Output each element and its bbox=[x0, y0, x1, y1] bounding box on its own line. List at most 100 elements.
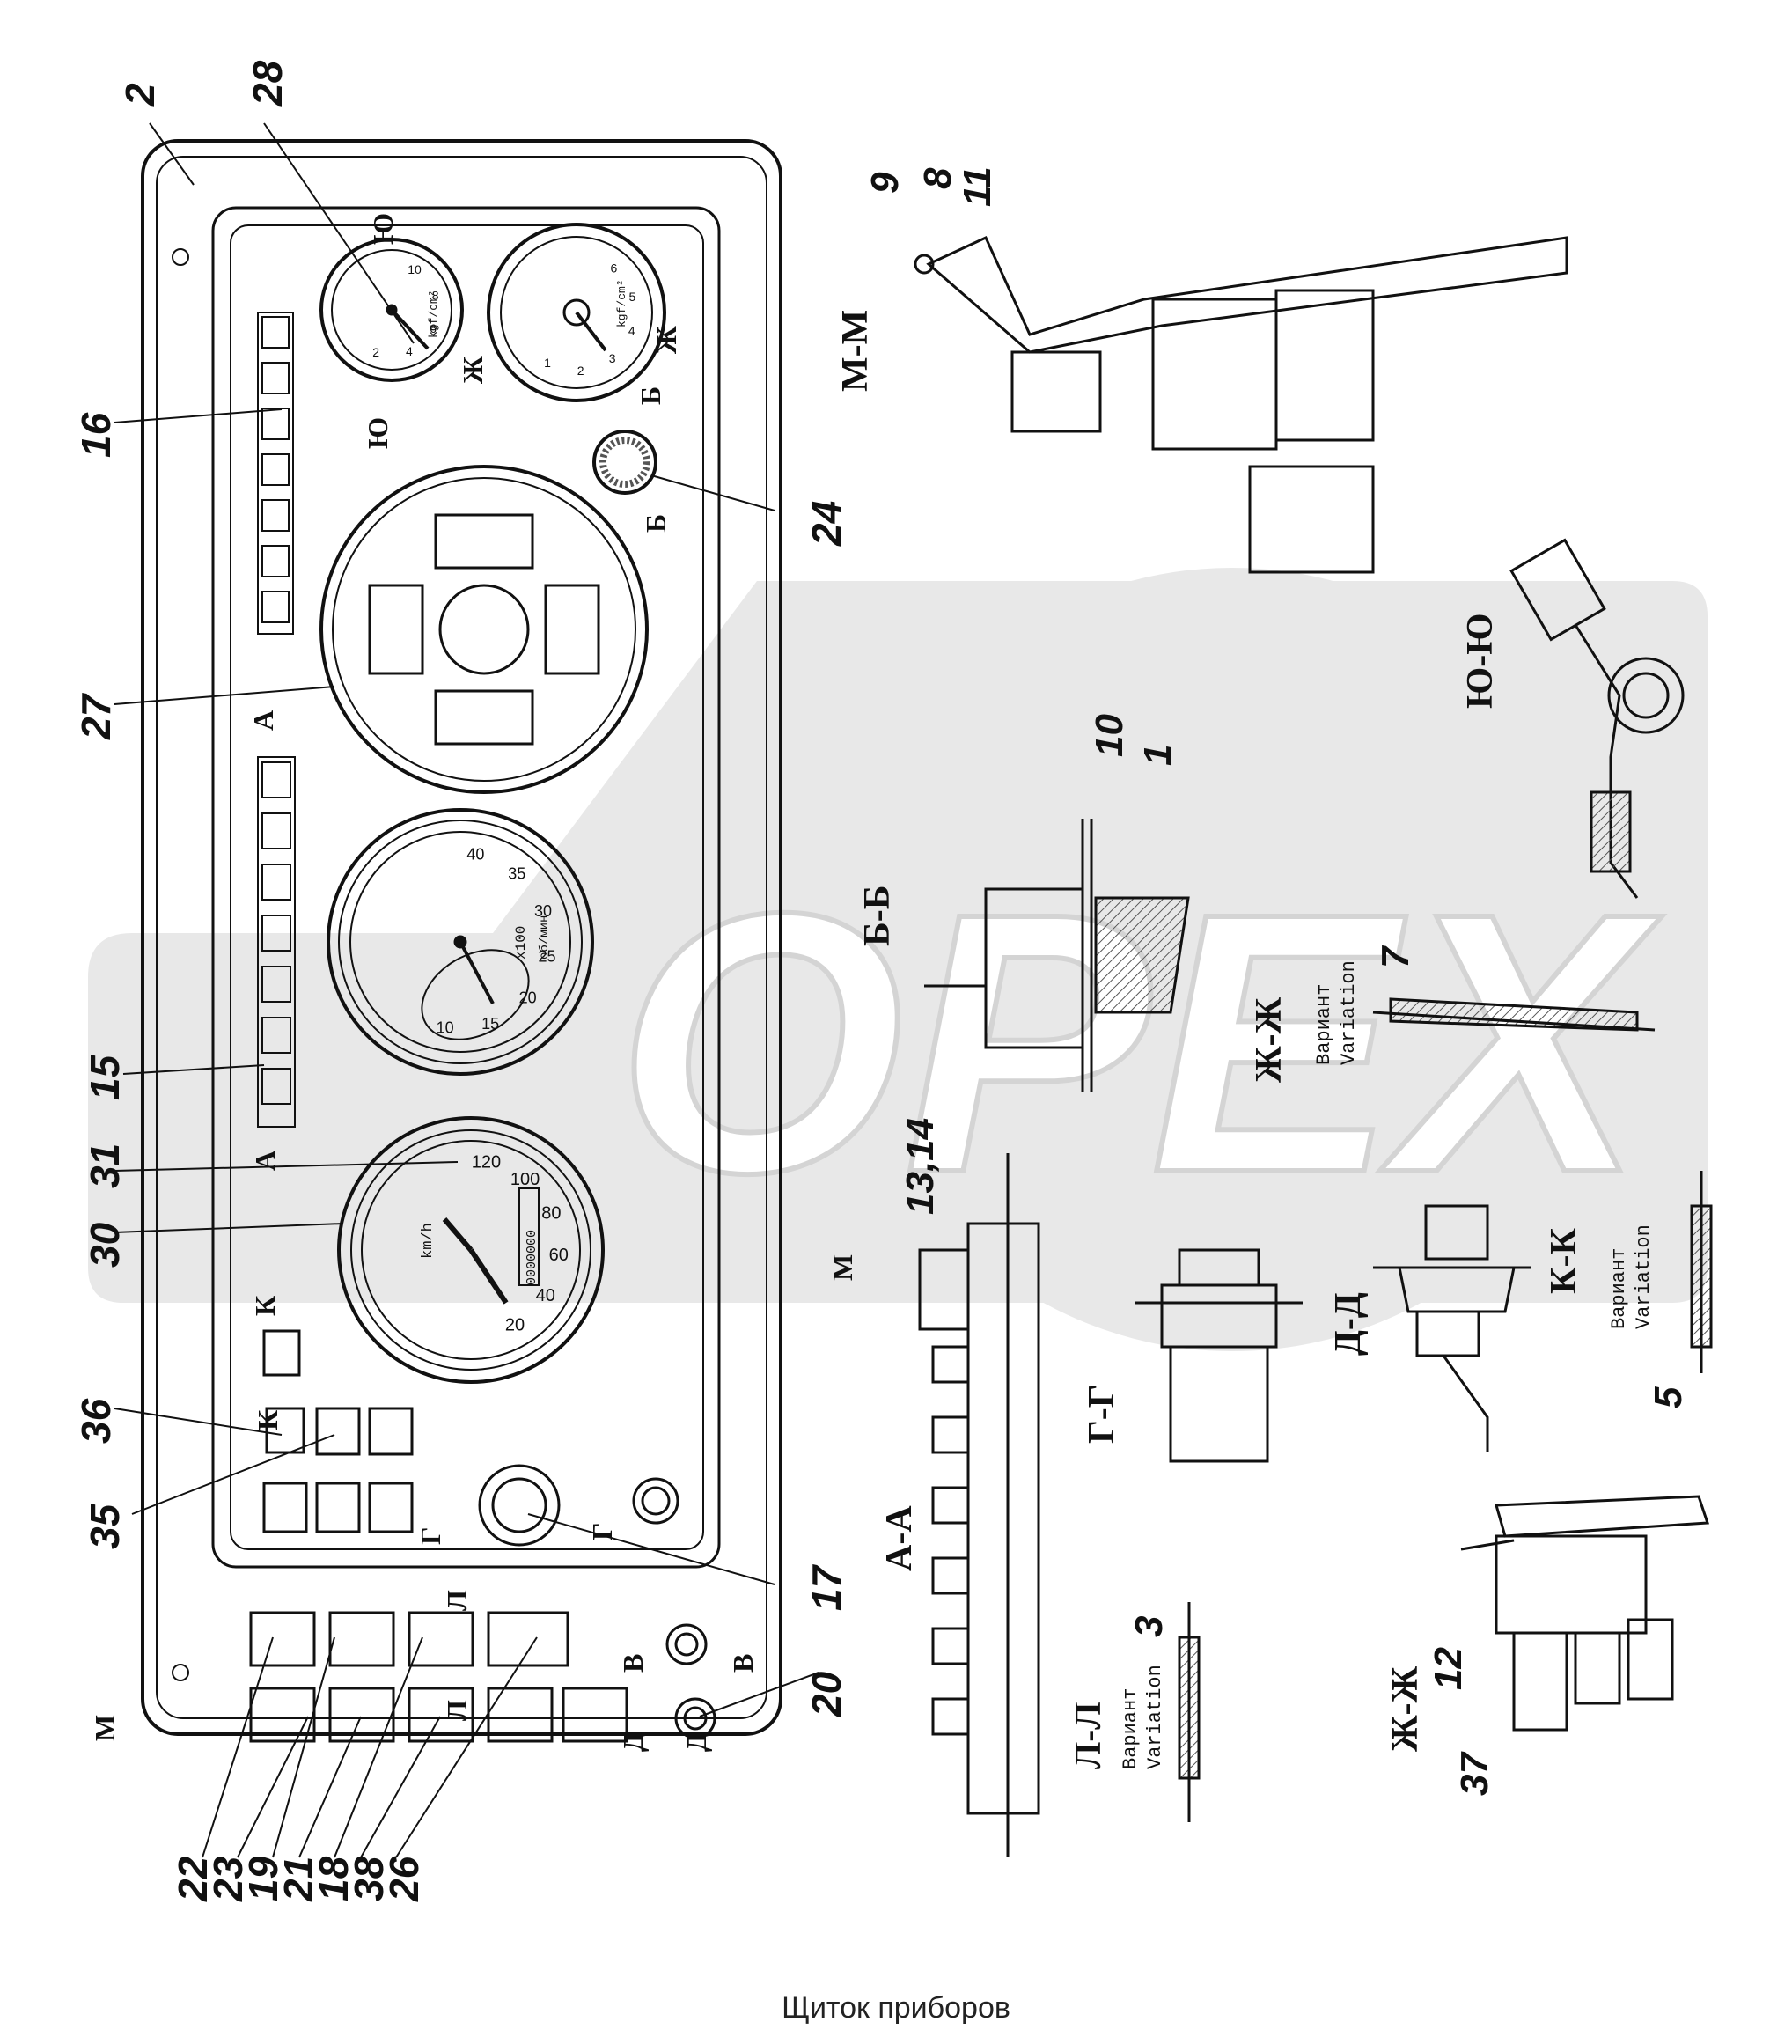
callout-28: 28 bbox=[245, 60, 290, 107]
mark-l-bottom: Л bbox=[441, 1700, 473, 1721]
tacho-tick-15: 15 bbox=[481, 1015, 499, 1033]
tacho-sub: об/мин bbox=[537, 915, 552, 960]
callout-31: 31 bbox=[82, 1143, 128, 1188]
pressure-a-tick-10: 10 bbox=[408, 262, 422, 276]
section-b-b bbox=[924, 819, 1190, 1092]
speedometer-30 bbox=[337, 1116, 605, 1384]
section-yu-yu bbox=[1509, 538, 1685, 899]
mark-b-top: Б bbox=[635, 386, 666, 405]
tacho-tick-25: 25 bbox=[538, 947, 555, 965]
section-title-yu-yu: Ю-Ю bbox=[1460, 613, 1501, 709]
switch-block bbox=[249, 1329, 716, 1743]
section-title-b-b: Б-Б bbox=[857, 885, 898, 946]
section-zh-zh-variation bbox=[1372, 997, 1656, 1032]
panel-cut-marks: А А К К Ю Ю Ж Ж Б Б М М Г Г Л Л В В Д Д bbox=[89, 213, 858, 1752]
callout-19: 19 bbox=[240, 1856, 286, 1901]
variation-1-en: Variation bbox=[1338, 960, 1360, 1065]
pressure-a-tick-6: 6 bbox=[430, 321, 437, 335]
combination-gauge-27 bbox=[319, 465, 649, 794]
mark-m-left: М bbox=[89, 1715, 121, 1741]
mark-g-left: Г bbox=[415, 1527, 446, 1545]
section-title-m-m: М-М bbox=[835, 310, 876, 392]
section-title-k-k: К-К bbox=[1544, 1228, 1584, 1294]
tacho-tick-10: 10 bbox=[437, 1019, 454, 1037]
variation-notes: Вариант Variation Вариант Variation Вари… bbox=[1120, 960, 1655, 1769]
callout-20: 20 bbox=[804, 1671, 849, 1717]
section-d-d bbox=[1373, 1204, 1531, 1452]
variation-1-ru: Вариант bbox=[1313, 984, 1335, 1065]
watermark: OPEX bbox=[88, 568, 1708, 1351]
tacho-tick-35: 35 bbox=[508, 864, 525, 882]
callout-38: 38 bbox=[346, 1856, 392, 1901]
callout-22: 22 bbox=[170, 1856, 216, 1902]
mark-v-left: В bbox=[617, 1654, 649, 1673]
speed-unit: km/h bbox=[420, 1223, 437, 1259]
section-zh-zh bbox=[1460, 1495, 1710, 1732]
callout-24: 24 bbox=[804, 501, 849, 547]
speed-tick-120: 120 bbox=[472, 1153, 501, 1173]
section-a-a bbox=[918, 1153, 1040, 1857]
pressure-b-tick-3: 3 bbox=[609, 351, 616, 365]
callout-13-14: 13,14 bbox=[899, 1118, 942, 1215]
callout-36: 36 bbox=[73, 1398, 119, 1444]
mark-m-right: М bbox=[826, 1254, 858, 1281]
pressure-a-tick-8: 8 bbox=[432, 288, 439, 302]
mark-d-left: Д bbox=[617, 1732, 649, 1752]
callout-2: 2 bbox=[117, 83, 163, 107]
variation-3-ru: Вариант bbox=[1120, 1688, 1142, 1769]
mark-k-top: К bbox=[249, 1296, 281, 1316]
callout-12: 12 bbox=[1427, 1647, 1470, 1690]
section-l-l-variation bbox=[1178, 1602, 1201, 1822]
tacho-tick-40: 40 bbox=[466, 846, 484, 864]
section-title-g-g: Г-Г bbox=[1082, 1385, 1122, 1444]
callout-10: 10 bbox=[1088, 714, 1131, 757]
dashboard-panel bbox=[141, 139, 782, 1736]
section-title-d-d: Д-Д bbox=[1328, 1292, 1369, 1356]
figure-caption: Щиток приборов bbox=[782, 1991, 1010, 2025]
section-title-l-l: Л-Л bbox=[1069, 1702, 1109, 1769]
speed-tick-20: 20 bbox=[505, 1316, 525, 1335]
pressure-a-tick-2: 2 bbox=[372, 345, 379, 359]
lamp-strip-15 bbox=[257, 756, 296, 1128]
speed-tick-40: 40 bbox=[536, 1286, 555, 1305]
callout-35: 35 bbox=[82, 1503, 128, 1549]
callout-37: 37 bbox=[1453, 1751, 1496, 1796]
variation-2-en: Variation bbox=[1633, 1224, 1655, 1329]
mark-yu-bottom: Ю bbox=[362, 417, 393, 449]
section-titles: М-М Ю-Ю Б-Б Ж-Ж А-А Г-Г Д-Д К-К Л-Л Ж-Ж bbox=[835, 310, 1584, 1769]
callout-15: 15 bbox=[82, 1054, 128, 1100]
callout-11: 11 bbox=[956, 166, 999, 207]
callout-9: 9 bbox=[863, 172, 907, 194]
pressure-b-tick-6: 6 bbox=[611, 261, 618, 275]
callout-7: 7 bbox=[1374, 945, 1417, 968]
pressure-a-tick-4: 4 bbox=[406, 344, 413, 358]
callout-18: 18 bbox=[311, 1856, 356, 1901]
pressure-gauge-28 bbox=[319, 238, 464, 382]
tacho-tick-30: 30 bbox=[534, 902, 552, 920]
speed-tick-60: 60 bbox=[549, 1246, 569, 1265]
mark-v-right: В bbox=[727, 1654, 759, 1673]
mark-yu-top: Ю bbox=[367, 213, 399, 245]
section-k-k-variation bbox=[1690, 1171, 1713, 1373]
mark-zh-right: Ж bbox=[650, 326, 682, 354]
callout-27: 27 bbox=[73, 692, 119, 740]
mark-b-bottom: Б bbox=[640, 514, 672, 533]
mark-d-right: Д bbox=[680, 1732, 712, 1752]
pilot-lamp-24 bbox=[592, 430, 657, 495]
variation-2-ru: Вариант bbox=[1608, 1248, 1630, 1329]
speed-tick-80: 80 bbox=[541, 1203, 561, 1223]
variation-3-en: Variation bbox=[1144, 1665, 1166, 1769]
callout-labels: 2 28 16 27 15 31 30 36 35 17 24 22 23 19… bbox=[73, 60, 1690, 1902]
mark-a-top: А bbox=[247, 710, 279, 731]
callout-8: 8 bbox=[916, 167, 959, 189]
mark-l-top: Л bbox=[441, 1590, 473, 1611]
callout-3: 3 bbox=[1127, 1616, 1171, 1637]
pressure-b-tick-4: 4 bbox=[628, 323, 635, 337]
callout-1: 1 bbox=[1136, 745, 1179, 766]
mark-k-bottom: К bbox=[252, 1410, 283, 1430]
callout-16: 16 bbox=[73, 412, 119, 458]
section-g-g bbox=[1135, 1248, 1303, 1463]
pressure-b-tick-1: 1 bbox=[544, 356, 551, 370]
section-m-m bbox=[914, 236, 1568, 574]
